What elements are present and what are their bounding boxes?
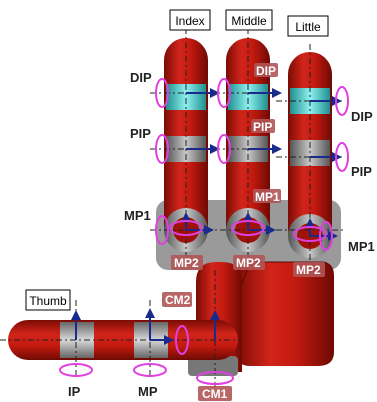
label-little: Little bbox=[295, 20, 321, 34]
label-middle: Middle bbox=[231, 14, 267, 28]
label-mp1-middle: MP1 bbox=[255, 190, 280, 204]
label-cm2: CM2 bbox=[165, 293, 191, 307]
label-mp2-middle: MP2 bbox=[236, 256, 261, 270]
label-mp1-left: MP1 bbox=[124, 208, 151, 223]
label-dip-right: DIP bbox=[351, 109, 373, 124]
label-cm1: CM1 bbox=[202, 387, 228, 401]
label-mp1-right: MP1 bbox=[348, 239, 375, 254]
label-pip-right: PIP bbox=[351, 164, 372, 179]
label-dip-left: DIP bbox=[130, 70, 152, 85]
label-mp2-little: MP2 bbox=[296, 263, 321, 277]
label-pip-middle: PIP bbox=[253, 120, 272, 134]
label-pip-left: PIP bbox=[130, 126, 151, 141]
label-dip-middle: DIP bbox=[256, 64, 276, 78]
label-ip: IP bbox=[68, 384, 81, 399]
label-index: Index bbox=[175, 14, 204, 28]
label-mp2-index: MP2 bbox=[174, 256, 199, 270]
label-thumb: Thumb bbox=[29, 294, 67, 308]
label-mp: MP bbox=[138, 384, 158, 399]
